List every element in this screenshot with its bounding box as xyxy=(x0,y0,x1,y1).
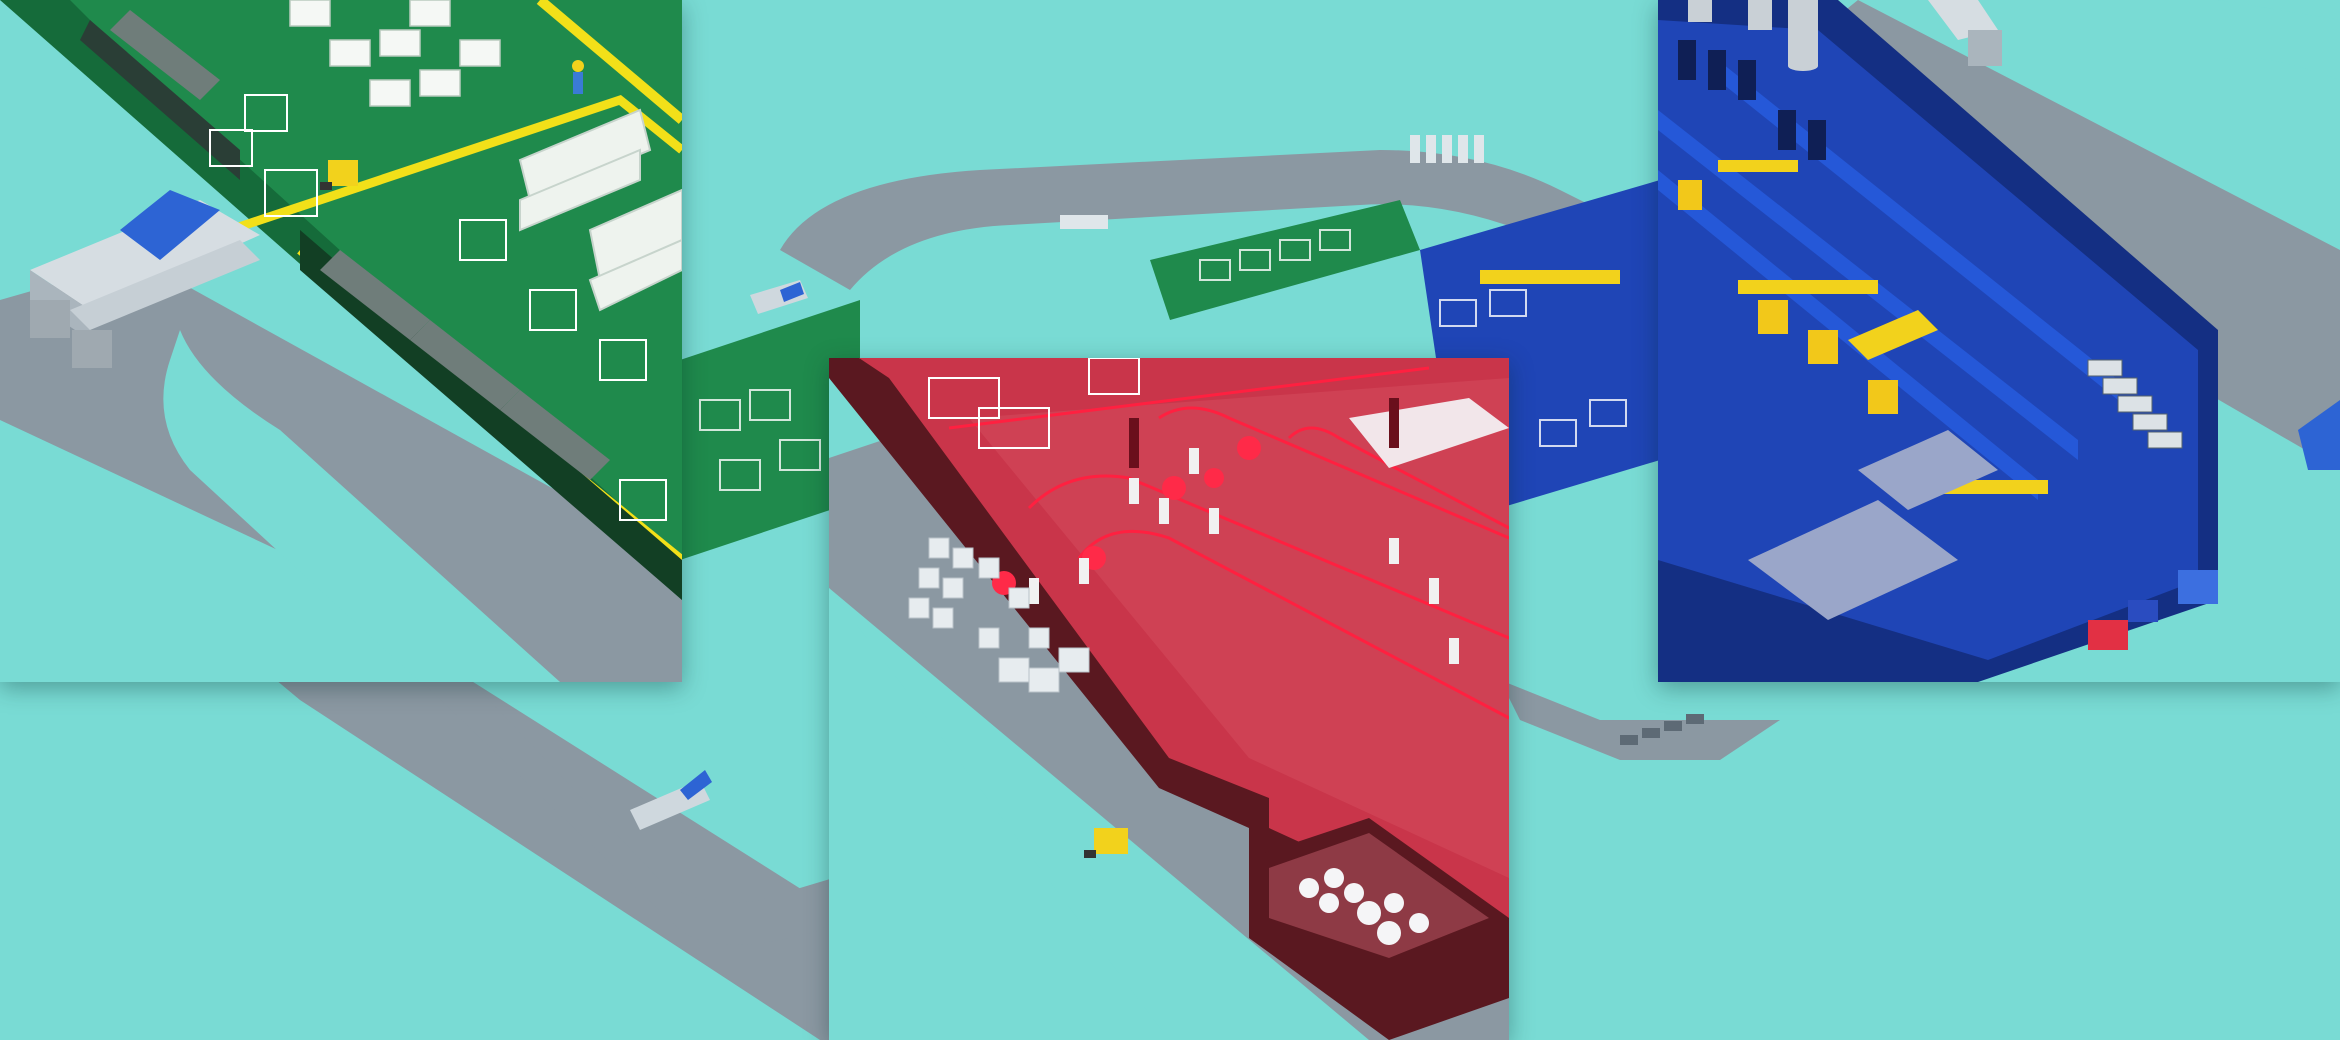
pallet-racks xyxy=(289,0,501,107)
white-shelving xyxy=(518,108,682,312)
forklift-red-panel xyxy=(1084,828,1128,858)
green-warehouse-scene xyxy=(0,0,682,682)
trucks-green-panel xyxy=(30,190,260,368)
drum-storage-enclosure xyxy=(1249,818,1509,1040)
ground-parts-rows xyxy=(1620,714,1704,745)
yellow-robots xyxy=(1678,180,1898,414)
red-shelving xyxy=(928,358,1140,449)
pump-machinery xyxy=(1678,40,1826,160)
yellow-gantries xyxy=(1718,160,2048,494)
background-green-building xyxy=(680,200,1420,560)
storage-bins xyxy=(110,10,610,480)
blue-assembly-panel xyxy=(1658,0,2340,682)
colored-storage-boxes xyxy=(2088,570,2218,650)
worker-figure xyxy=(572,60,584,94)
right-lower-road xyxy=(1500,680,1780,760)
green-warehouse-panel xyxy=(0,0,682,682)
truck-center xyxy=(750,280,808,314)
blue-vehicle-edge xyxy=(2298,400,2340,470)
container-boxes xyxy=(908,537,1090,693)
yellow-floor-line-2 xyxy=(228,94,682,235)
truck-lower-left xyxy=(630,770,712,830)
truck-blue-panel xyxy=(1928,0,2002,66)
red-robotics-scene xyxy=(829,358,1509,1040)
silos xyxy=(1688,0,1818,71)
blue-assembly-scene xyxy=(1658,0,2340,682)
robot-arms xyxy=(1029,448,1459,664)
red-pillars xyxy=(1129,398,1399,468)
loop-road-lower-left xyxy=(420,680,860,945)
ground-pallets xyxy=(1060,135,1484,229)
parked-cars xyxy=(2087,359,2183,449)
wire-cages xyxy=(209,94,667,521)
grey-enclosures xyxy=(1748,430,1998,620)
red-robotics-panel xyxy=(829,358,1509,1040)
forklift-green-panel xyxy=(320,160,358,190)
yellow-floor-line-1 xyxy=(536,0,682,124)
central-upper-road xyxy=(780,150,1640,290)
